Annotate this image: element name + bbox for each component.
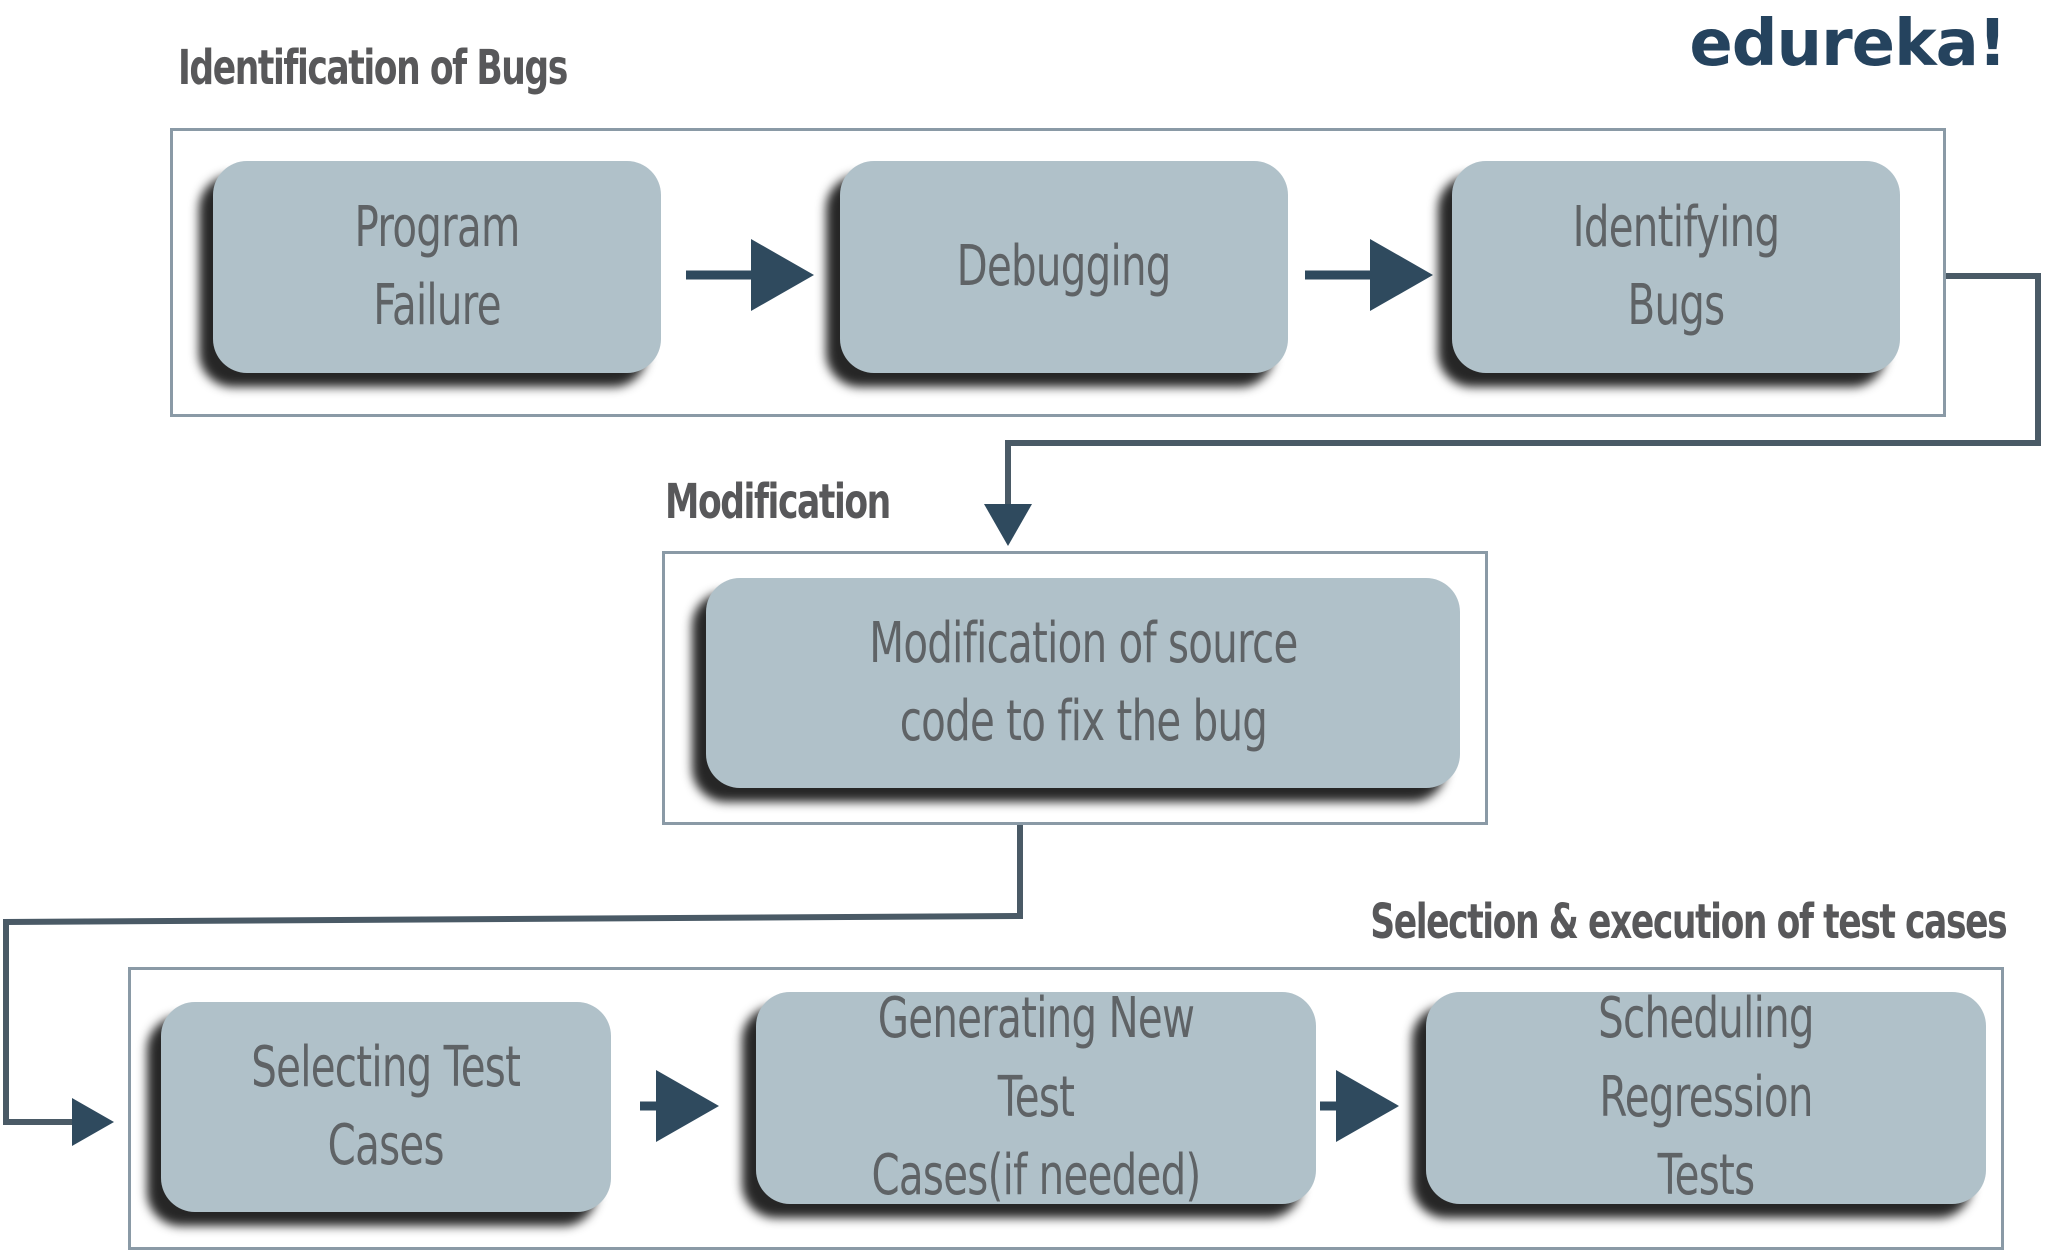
step-selecting-test-cases: Selecting Test Cases [161,1002,611,1212]
step-label: Scheduling Regression Tests [1598,986,1814,1209]
step-debugging: Debugging [840,161,1288,373]
step-identifying-bugs: Identifying Bugs [1452,161,1900,373]
connector-modification-to-selection [3,823,1023,1146]
section-title-identification: Identification of Bugs [178,40,568,96]
group-modification [662,551,1488,825]
section-title-modification: Modification [665,474,891,530]
group-identification [170,128,1946,417]
step-label: Generating New Test Cases(if needed) [871,986,1202,1209]
edureka-logo: edureka! [1689,7,2007,81]
step-scheduling-regression-tests: Scheduling Regression Tests [1426,986,1986,1208]
step-label: Program Failure [354,194,520,338]
connector-identification-to-modification [984,273,2041,546]
step-program-failure: Program Failure [213,161,661,373]
step-label: Modification of source code to fix the b… [868,610,1298,754]
section-title-selection: Selection & execution of test cases [1370,894,2007,950]
step-label: Debugging [956,233,1172,299]
step-label: Selecting Test Cases [251,1034,522,1178]
step-modify-source-code: Modification of source code to fix the b… [706,578,1460,788]
step-label: Identifying Bugs [1572,194,1780,338]
step-generating-new-test-cases: Generating New Test Cases(if needed) [756,986,1316,1208]
